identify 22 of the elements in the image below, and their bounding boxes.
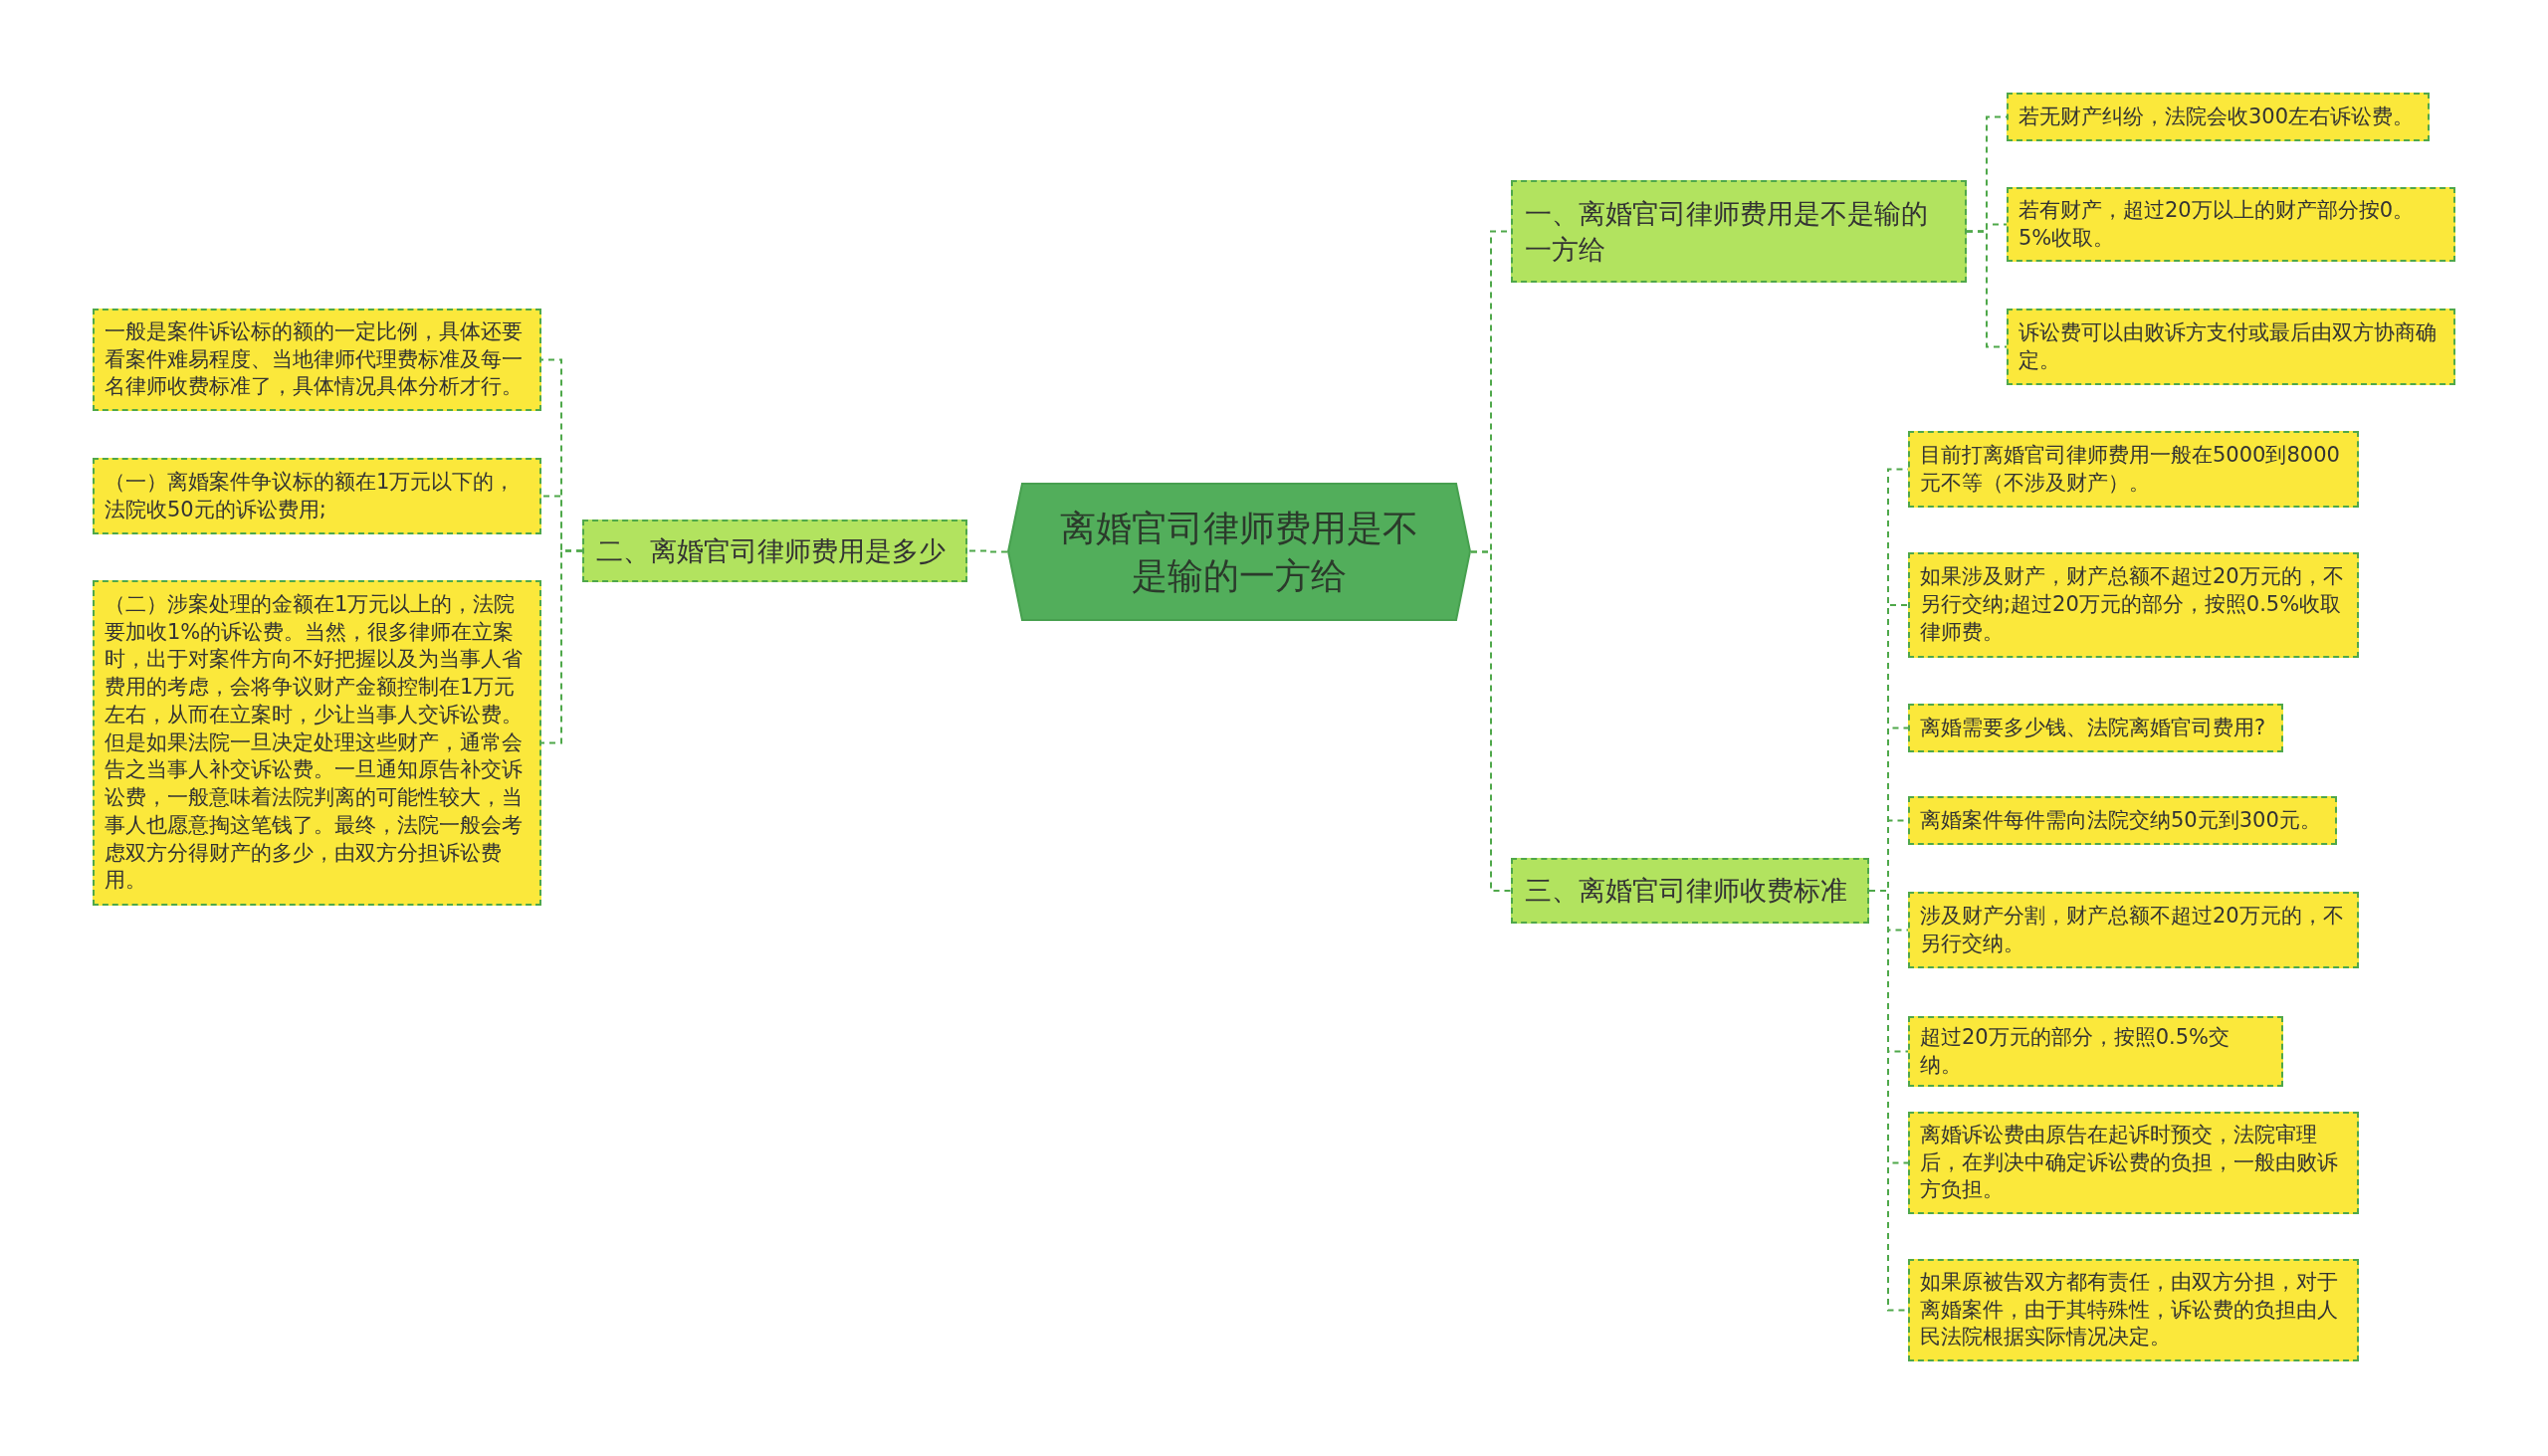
- note-box: （一）离婚案件争议标的额在1万元以下的，法院收50元的诉讼费用;: [93, 458, 541, 534]
- note-box: 如果涉及财产，财产总额不超过20万元的，不另行交纳;超过20万元的部分，按照0.5%收取律师费。: [1908, 552, 2359, 658]
- note-box: （二）涉案处理的金额在1万元以上的，法院要加收1%的诉讼费。当然，很多律师在立案时，出于对案件方向不好把握以及为当事人省费用的考虑，会将争议财产金额控制在1万元左右，从而在立案时，少让当事人交诉讼费。但是如果法院一旦决定处理这些财产，通常会告之当事人补交诉讼费。一旦通知原告补交诉讼费，一般意味着法院判离的可能性较大，当事人也愿意掏这笔钱了。最终，法院一般会考虑双方分得财产的多少，由双方分担诉讼费用。: [93, 580, 541, 906]
- connector-line: [1470, 550, 1512, 892]
- topic-box: 三、离婚官司律师收费标准: [1511, 858, 1869, 924]
- note-box: 若无财产纠纷，法院会收300左右诉讼费。: [2007, 93, 2430, 141]
- note-box: 诉讼费可以由败诉方支付或最后由双方协商确定。: [2007, 309, 2455, 385]
- note-box: 离婚需要多少钱、法院离婚官司费用?: [1908, 704, 2283, 752]
- note-box: 若有财产，超过20万以上的财产部分按0。5%收取。: [2007, 187, 2455, 262]
- connector-line: [1966, 230, 2008, 348]
- note-box: 一般是案件诉讼标的额的一定比例，具体还要看案件难易程度、当地律师代理费标准及每一名律师收费标准了，具体情况具体分析才行。: [93, 309, 541, 411]
- note-box: 超过20万元的部分，按照0.5%交纳。: [1908, 1016, 2283, 1088]
- connector-line: [540, 549, 583, 744]
- note-box: 如果原被告双方都有责任，由双方分担，对于离婚案件，由于其特殊性，诉讼费的负担由人民法院根据实际情况决定。: [1908, 1259, 2359, 1361]
- topic-box: 二、离婚官司律师费用是多少: [582, 520, 967, 582]
- note-box: 目前打离婚官司律师费用一般在5000到8000元不等（不涉及财产）。: [1908, 431, 2359, 508]
- note-box: 离婚诉讼费由原告在起诉时预交，法院审理后，在判决中确定诉讼费的负担，一般由败诉方负担。: [1908, 1112, 2359, 1214]
- note-box: 涉及财产分割，财产总额不超过20万元的，不另行交纳。: [1908, 892, 2359, 968]
- note-box: 离婚案件每件需向法院交纳50元到300元。: [1908, 796, 2337, 845]
- central-topic-hexagon: 离婚官司律师费用是不是输的一方给: [1007, 483, 1471, 621]
- connector-line: [966, 549, 1008, 553]
- topic-box: 一、离婚官司律师费用是不是输的一方给: [1511, 180, 1967, 283]
